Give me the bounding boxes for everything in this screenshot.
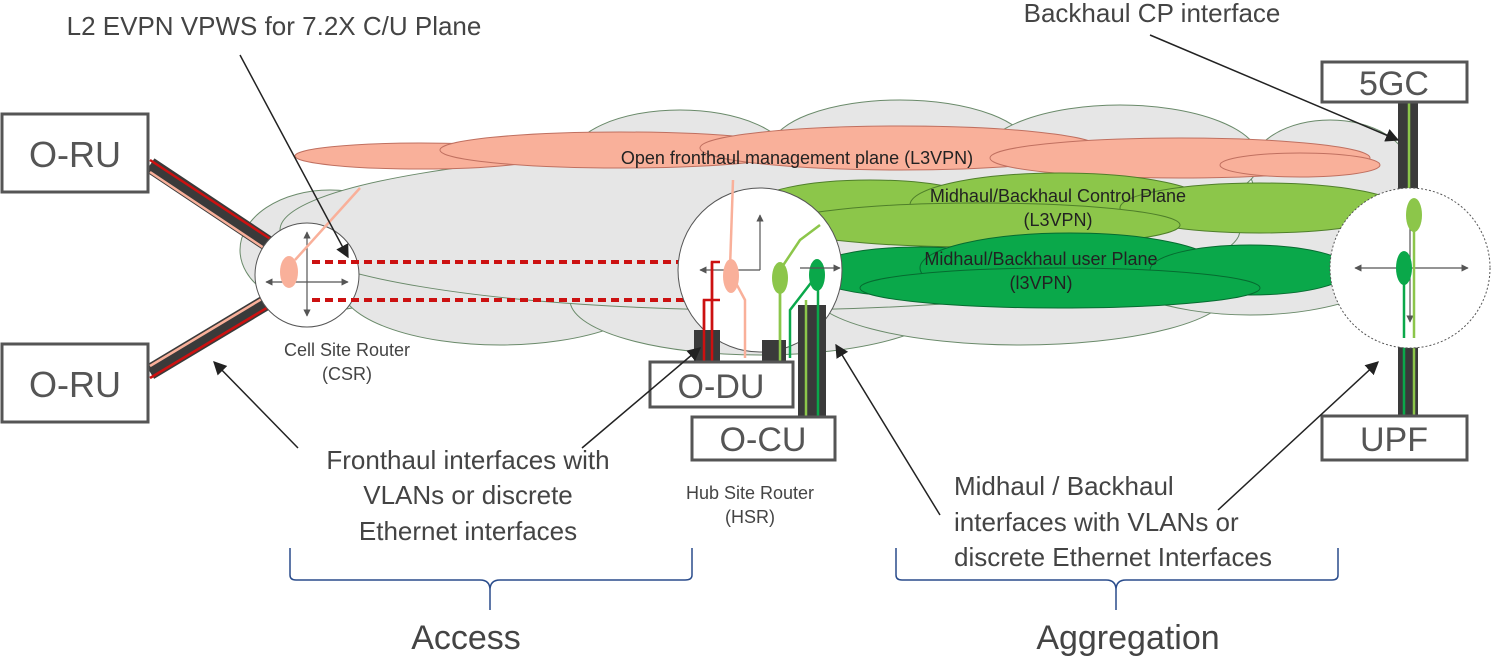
user-plane-cloud — [809, 232, 1351, 309]
upf-label: UPF — [1360, 421, 1428, 459]
aggregation-brace — [895, 548, 1339, 610]
access-brace — [289, 548, 693, 610]
access-label: Access — [411, 619, 521, 657]
fronthaul-if-label-3: Ethernet interfaces — [359, 516, 577, 546]
midhaul-if-label-2: interfaces with VLANs or — [954, 507, 1239, 537]
hsr-label-1: Hub Site Router — [686, 483, 814, 503]
fronthaul-if-label-2: VLANs or discrete — [363, 480, 573, 510]
fivegc-box: 5GC — [1320, 60, 1469, 104]
backhaul-cp-arrow — [1149, 34, 1400, 142]
oru-bottom-label: O-RU — [29, 364, 121, 405]
midhaul-if-label-3: discrete Ethernet Interfaces — [954, 542, 1272, 572]
hsr-label-2: (HSR) — [725, 507, 775, 527]
fronthaul-if-arrow-right — [581, 347, 702, 449]
ocu-box: O-CU — [690, 415, 837, 462]
fronthaul-cables — [145, 158, 275, 380]
odu-label: O-DU — [678, 368, 765, 406]
fivegc-label: 5GC — [1359, 65, 1429, 103]
oru-bottom-box: O-RU — [0, 342, 150, 424]
oru-top-box: O-RU — [0, 112, 150, 194]
midhaul-if-label-1: Midhaul / Backhaul — [954, 471, 1174, 501]
fronthaul-if-arrow-left — [213, 361, 299, 449]
control-plane-label-1: Midhaul/Backhaul Control Plane — [930, 186, 1186, 206]
hsr-cables — [694, 262, 826, 417]
user-plane-label-1: Midhaul/Backhaul user Plane — [924, 249, 1157, 269]
fronthaul-if-label-1: Fronthaul interfaces with — [326, 445, 609, 475]
user-plane-label-2: (l3VPN) — [1009, 273, 1072, 293]
csr-label-1: Cell Site Router — [284, 340, 410, 360]
aggregation-label: Aggregation — [1036, 619, 1219, 657]
control-plane-label-2: (L3VPN) — [1023, 210, 1092, 230]
upf-box: UPF — [1320, 414, 1469, 462]
csr-label-2: (CSR) — [322, 364, 372, 384]
ocu-label: O-CU — [720, 421, 807, 459]
fronthaul-mgmt-cloud — [294, 125, 1381, 179]
oru-top-label: O-RU — [29, 134, 121, 175]
l2-evpn-arrow — [239, 54, 349, 259]
backhaul-cp-label: Backhaul CP interface — [1024, 0, 1281, 28]
midhaul-if-arrow-right — [1217, 361, 1379, 511]
midhaul-if-arrow-left — [835, 343, 941, 516]
l2-evpn-lines — [312, 260, 720, 302]
l2-evpn-label: L2 EVPN VPWS for 7.2X C/U Plane — [67, 11, 482, 41]
odu-box: O-DU — [648, 360, 795, 409]
core-router — [1329, 100, 1491, 416]
fronthaul-mgmt-label: Open fronthaul management plane (L3VPN) — [621, 148, 973, 168]
